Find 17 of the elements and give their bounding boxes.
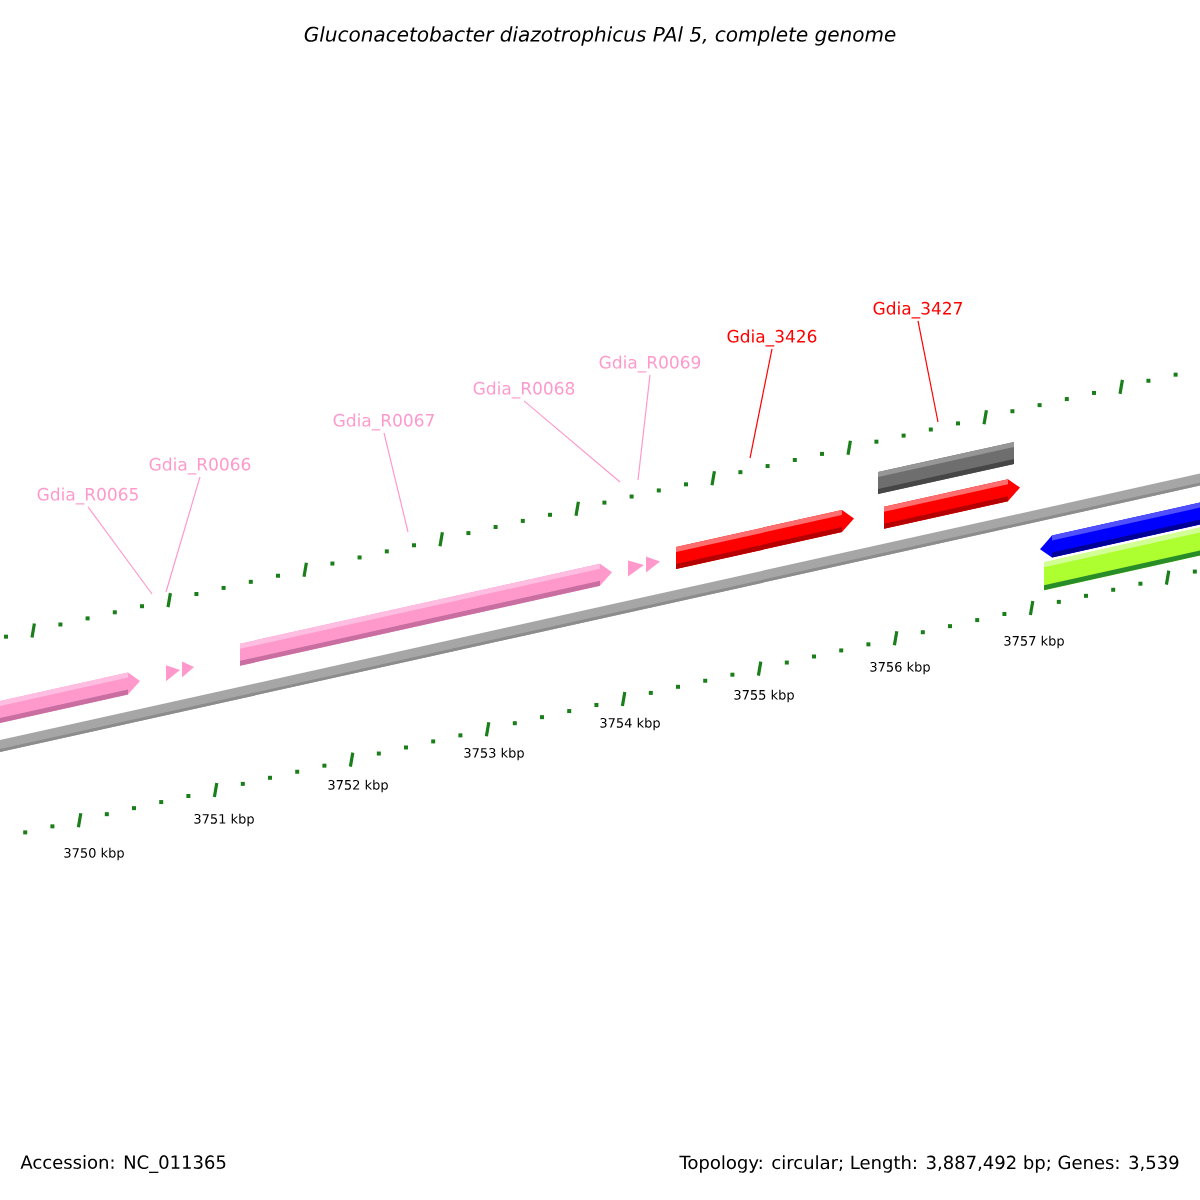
gene-label: Gdia_R0067 (333, 413, 434, 431)
leader-line (383, 432, 409, 533)
gene-label: Gdia_3427 (873, 301, 962, 319)
leader-line (523, 400, 621, 483)
gene-label: Gdia_R0065 (37, 487, 138, 505)
gene-label: Gdia_R0069 (599, 355, 701, 373)
gene-label: Gdia_R0068 (473, 381, 575, 399)
leader-line (87, 506, 153, 595)
title: Gluconacetobacter diazotrophicus PAl 5, complete genome (304, 26, 896, 46)
leader-line (165, 476, 201, 593)
gene-label: Gdia_R0066 (149, 457, 251, 475)
gene-label: Gdia_3426 (727, 329, 817, 347)
leader-line (749, 348, 773, 459)
accession-text: Accession: NC_011365 (20, 1155, 226, 1173)
genome-info-text: Topology: circular; Length: 3,887,492 bp; Genes: 3,539 (679, 1155, 1179, 1173)
leader-line (637, 374, 651, 481)
leader-line (917, 320, 939, 423)
